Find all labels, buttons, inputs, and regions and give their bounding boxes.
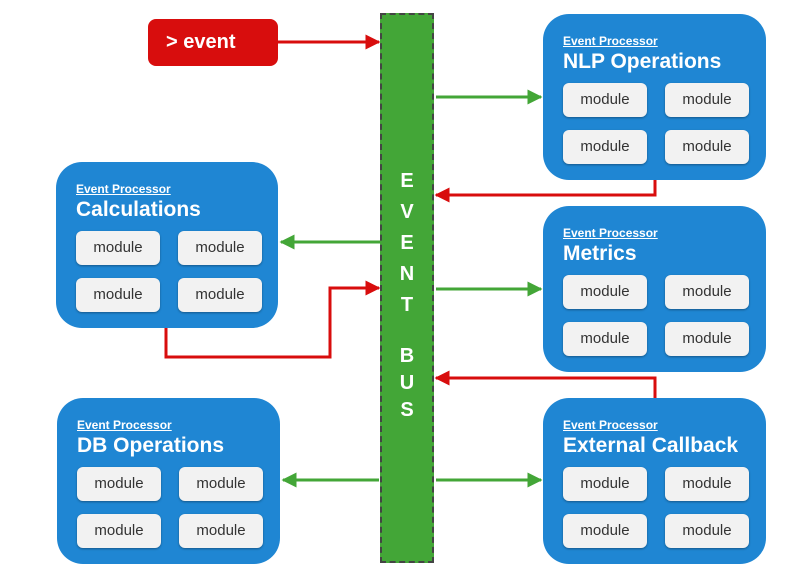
processor-db-operations: Event Processor DB Operations module mod…	[57, 398, 280, 564]
processor-metrics: Event Processor Metrics module module mo…	[543, 206, 766, 372]
event-bus: E V E N T B U S	[380, 13, 434, 563]
module-box[interactable]: module	[665, 467, 749, 501]
processor-external-callback: Event Processor External Callback module…	[543, 398, 766, 564]
processor-title: Metrics	[563, 242, 637, 265]
module-box[interactable]: module	[76, 278, 160, 312]
processor-title: NLP Operations	[563, 50, 722, 73]
bus-letter: B	[399, 345, 415, 367]
arrow-calc-to-bus	[164, 280, 381, 359]
processor-kicker: Event Processor	[563, 34, 658, 48]
processor-calculations: Event Processor Calculations module modu…	[56, 162, 278, 328]
module-box[interactable]: module	[665, 130, 749, 164]
bus-letter: N	[399, 263, 415, 285]
processor-kicker: Event Processor	[76, 182, 171, 196]
processor-title: DB Operations	[77, 434, 225, 457]
module-box[interactable]: module	[665, 514, 749, 548]
module-box[interactable]: module	[76, 231, 160, 265]
processor-title: External Callback	[563, 434, 739, 457]
module-box[interactable]: module	[563, 130, 647, 164]
event-trigger[interactable]: > event	[148, 19, 278, 66]
module-box[interactable]: module	[665, 322, 749, 356]
bus-letter: S	[400, 399, 414, 421]
module-box[interactable]: module	[563, 83, 647, 117]
processor-kicker: Event Processor	[77, 418, 172, 432]
bus-letter: E	[400, 232, 414, 254]
arrow-nlp-to-bus	[434, 180, 657, 203]
module-box[interactable]: module	[178, 231, 262, 265]
module-box[interactable]: module	[563, 275, 647, 309]
bus-letter: U	[399, 372, 415, 394]
bus-letter: E	[400, 170, 414, 192]
module-box[interactable]: module	[665, 275, 749, 309]
bus-letter: V	[400, 201, 414, 223]
module-box[interactable]: module	[563, 467, 647, 501]
module-box[interactable]: module	[179, 467, 263, 501]
processor-nlp-operations: Event Processor NLP Operations module mo…	[543, 14, 766, 180]
module-box[interactable]: module	[77, 467, 161, 501]
module-box[interactable]: module	[665, 83, 749, 117]
module-box[interactable]: module	[563, 322, 647, 356]
arrow-callback-to-bus	[434, 370, 657, 398]
bus-letter: T	[400, 294, 414, 316]
module-box[interactable]: module	[179, 514, 263, 548]
processor-title: Calculations	[76, 198, 201, 221]
processor-kicker: Event Processor	[563, 226, 658, 240]
module-box[interactable]: module	[178, 278, 262, 312]
module-box[interactable]: module	[77, 514, 161, 548]
processor-kicker: Event Processor	[563, 418, 658, 432]
module-box[interactable]: module	[563, 514, 647, 548]
